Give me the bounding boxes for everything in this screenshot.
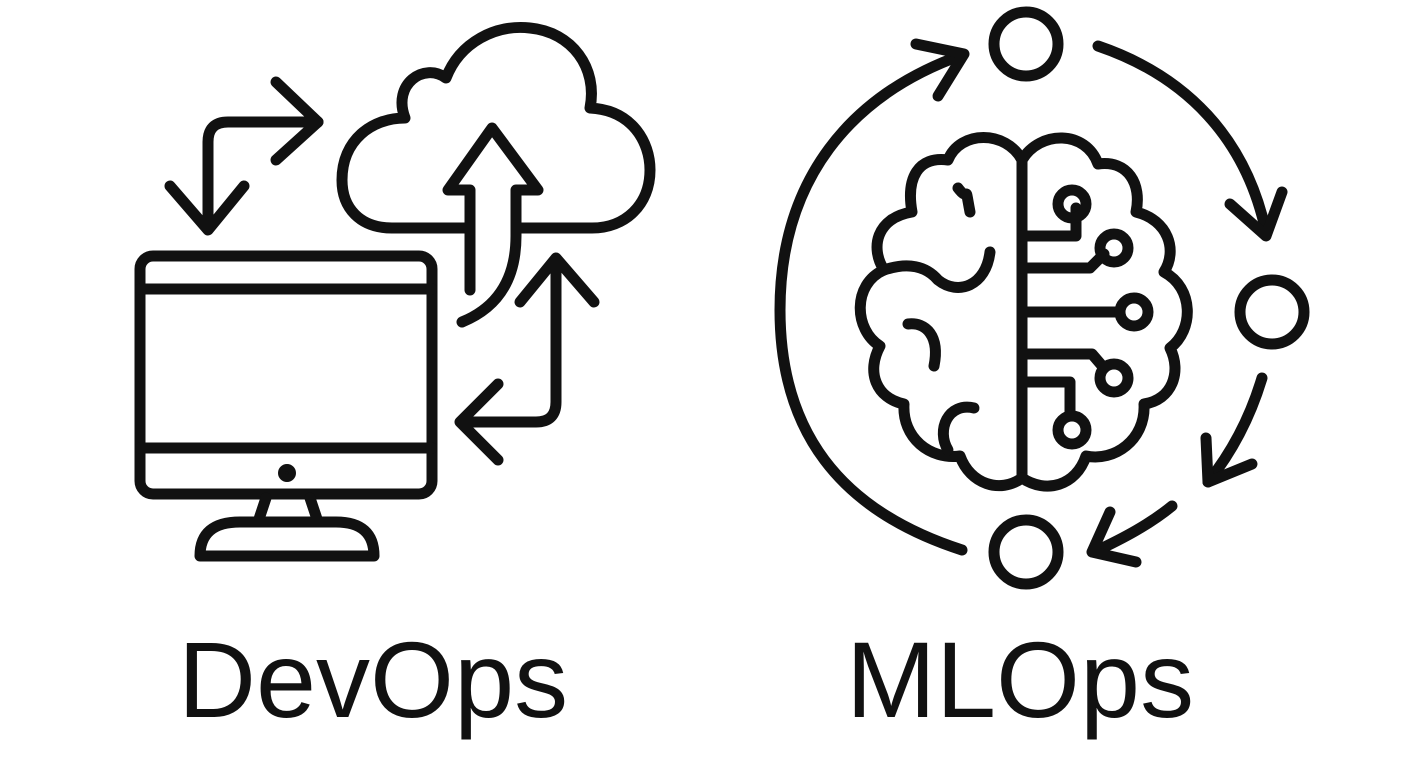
cycle-arrows-icon — [774, 38, 1288, 568]
brain-circuit-icon — [854, 132, 1193, 492]
node-circle-icon — [1234, 274, 1310, 350]
node-circle-icon — [988, 514, 1064, 590]
devops-label: DevOps — [178, 619, 569, 740]
cloud-upload-icon — [336, 21, 656, 328]
devops-illustration — [134, 21, 656, 562]
node-circle-icon — [988, 6, 1064, 82]
devops-panel: DevOps — [134, 21, 656, 740]
mlops-label: MLOps — [846, 619, 1195, 740]
mlops-panel: MLOps — [704, 0, 1408, 768]
sync-arrows-icon — [164, 76, 600, 466]
computer-monitor-icon — [134, 250, 438, 562]
mlops-illustration — [774, 6, 1310, 590]
